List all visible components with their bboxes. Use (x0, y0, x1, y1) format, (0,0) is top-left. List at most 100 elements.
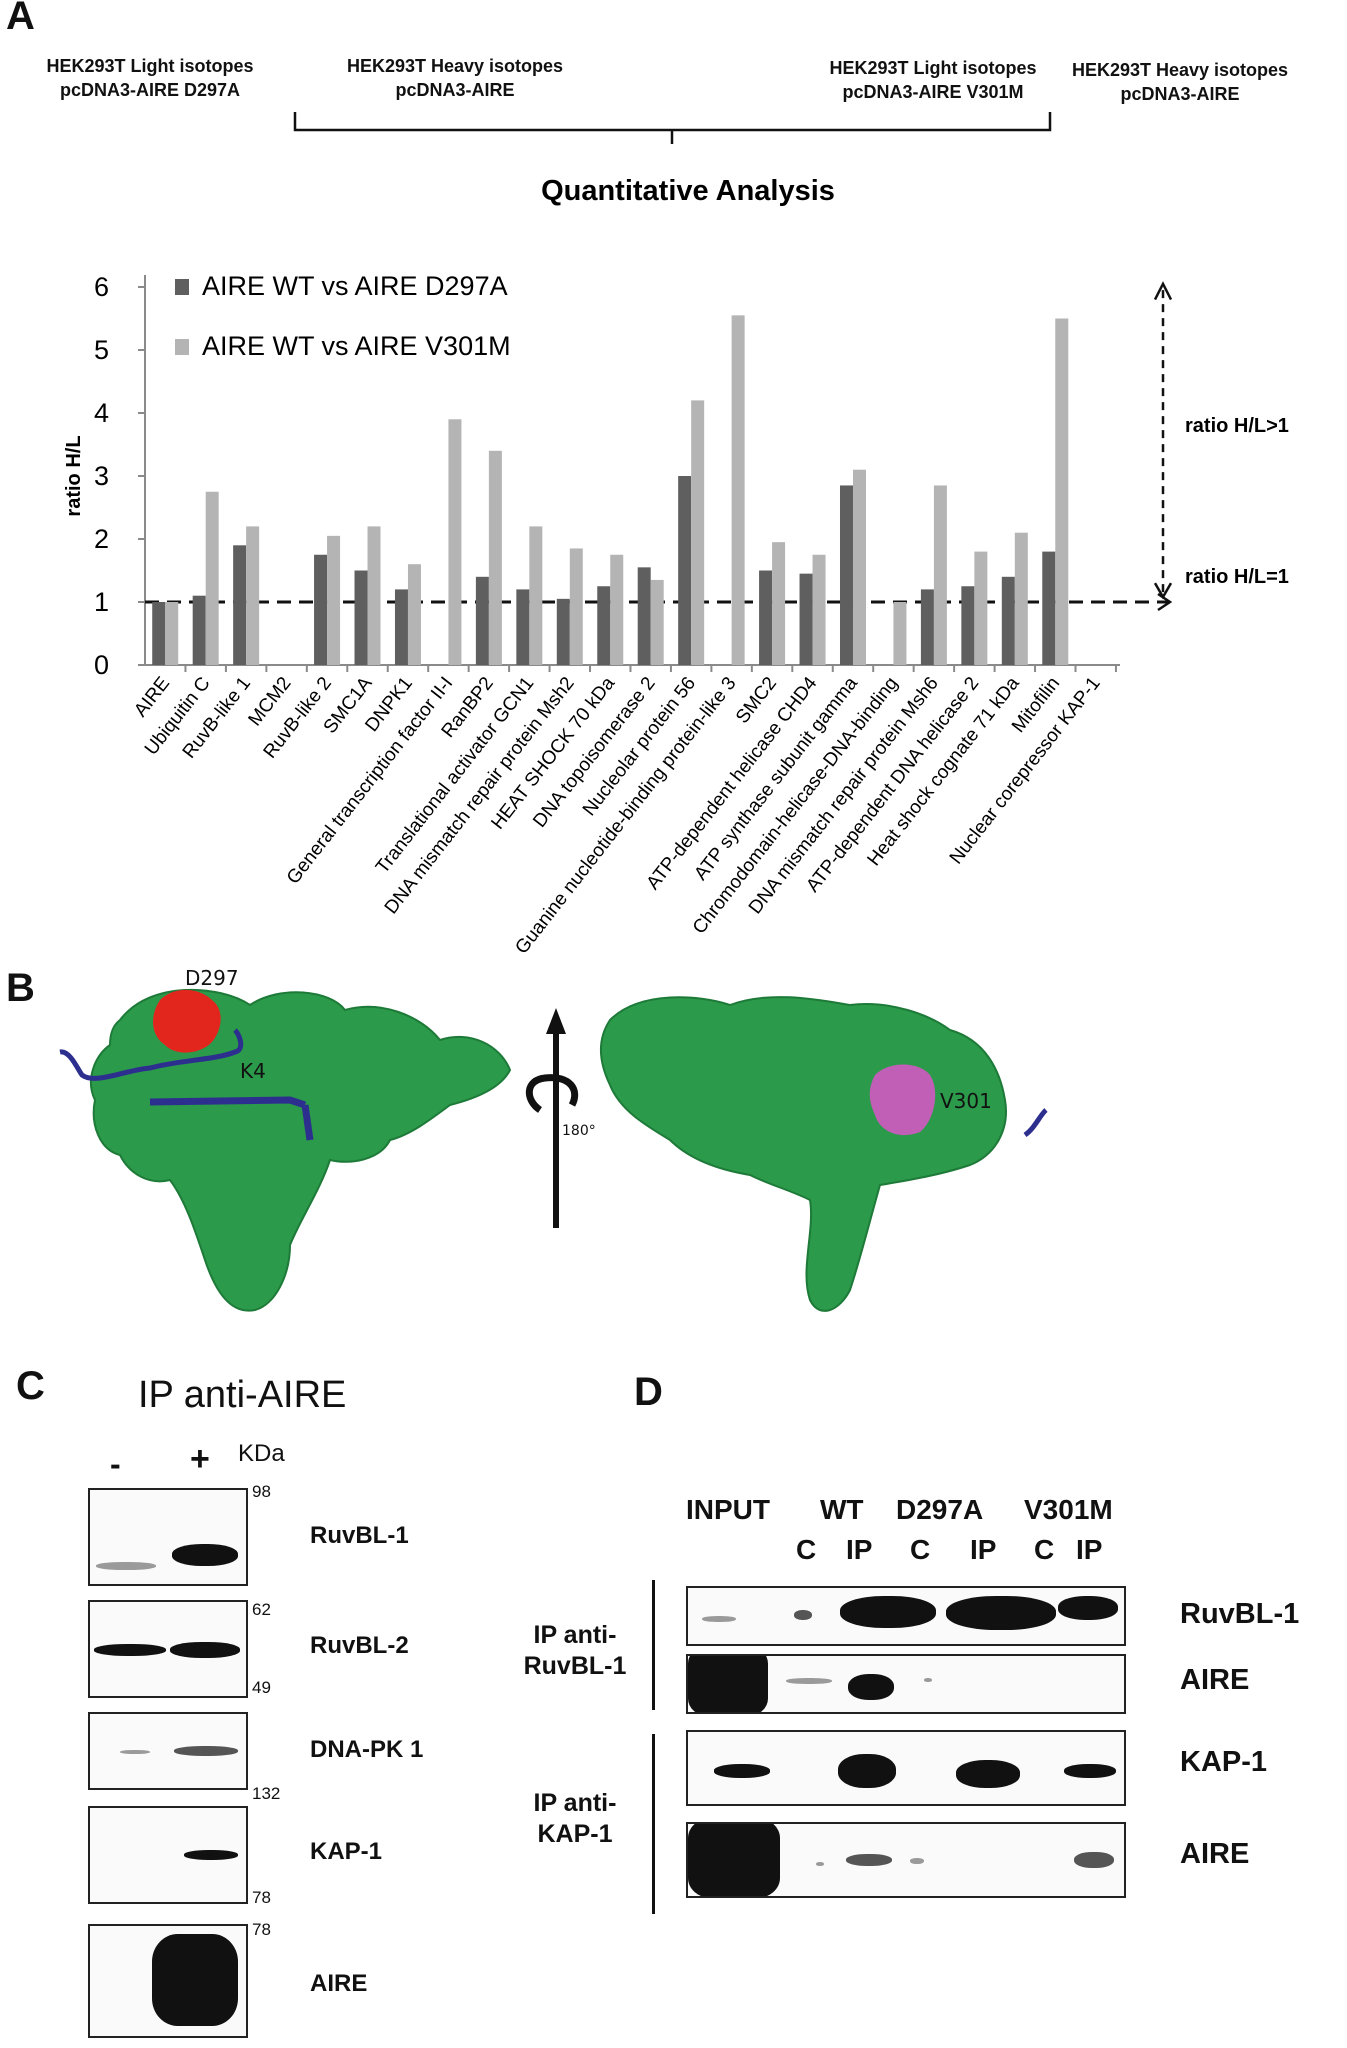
header-heavy-1: HEK293T Heavy isotopes pcDNA3-AIRE (330, 54, 580, 102)
panel-a-label: A (6, 0, 35, 38)
band (94, 1644, 166, 1656)
band (1058, 1596, 1118, 1620)
bar-1 (192, 595, 206, 665)
legend-label-2: AIRE WT vs AIRE V301M (202, 331, 511, 361)
annotation-eq1: ratio H/L=1 (1185, 566, 1289, 588)
rotation-arc-icon (525, 1074, 579, 1113)
band (96, 1562, 156, 1570)
bar-1 (1042, 551, 1056, 665)
bar-2 (569, 548, 583, 665)
blot-dnapk1 (88, 1712, 248, 1790)
bar-2 (529, 526, 543, 665)
bar-2 (246, 526, 260, 665)
band (172, 1544, 238, 1566)
lane-ip-3: IP (1076, 1534, 1103, 1565)
y-tick-label: 3 (94, 461, 109, 491)
header-line1: HEK293T Light isotopes (829, 58, 1037, 78)
band (924, 1678, 932, 1682)
d297-label: D297 (185, 966, 239, 990)
mw-marker: 78 (252, 1920, 271, 1939)
lane-ip-1: IP (846, 1534, 873, 1565)
bar-2 (974, 551, 988, 665)
bar-1 (314, 554, 328, 665)
bar-2 (1014, 532, 1028, 665)
group-d297a: D297A (896, 1494, 984, 1525)
peptide-ribbon (59, 1028, 244, 1081)
bar-1 (152, 602, 166, 665)
blot-kap1 (88, 1806, 248, 1904)
panel-d-label: D (634, 1370, 663, 1414)
panel-c-label: C (16, 1364, 45, 1408)
ip-label-line2: RuvBL-1 (523, 1652, 627, 1680)
band (910, 1858, 924, 1864)
header-line1: HEK293T Light isotopes (46, 56, 254, 76)
bar-2 (367, 526, 381, 665)
header-line1: HEK293T Heavy isotopes (1071, 60, 1289, 80)
peptide-ribbon-strand (149, 1096, 314, 1141)
ip-anti-ruvbl1-label: IP anti- RuvBL-1 (510, 1620, 640, 1682)
d-row-label-ruvbl1: RuvBL-1 (1180, 1598, 1300, 1630)
blot-ruvbl2 (88, 1600, 248, 1698)
lane-ip-2: IP (970, 1534, 997, 1565)
band (184, 1850, 238, 1860)
bar-1 (475, 576, 489, 665)
blot-ruvbl1 (88, 1488, 248, 1586)
blot-d-aire-1 (686, 1654, 1126, 1714)
band (838, 1754, 896, 1788)
d-row-label-aire-1: AIRE (1180, 1664, 1250, 1696)
chart-bars (152, 315, 1069, 665)
band (174, 1746, 238, 1756)
d-row-label-kap1: KAP-1 (1180, 1746, 1268, 1778)
protein-structure-figure: D297 K4 180° V301 (59, 966, 1048, 1312)
ip-label-line1: IP anti- (533, 1789, 617, 1817)
band (786, 1678, 832, 1684)
bar-2 (610, 554, 624, 665)
group-input: INPUT (686, 1494, 770, 1525)
bar-1 (961, 586, 975, 665)
header-line2: pcDNA3-AIRE D297A (59, 80, 241, 100)
bar-2 (448, 419, 462, 665)
chart-title: Quantitative Analysis (541, 175, 835, 207)
bar-2 (933, 485, 947, 665)
bar-2 (731, 315, 745, 665)
band (120, 1750, 150, 1754)
bar-1 (799, 573, 813, 665)
band (702, 1616, 736, 1622)
row-label-ruvbl1: RuvBL-1 (310, 1522, 409, 1549)
panel-b-label: B (6, 966, 35, 1010)
group-divider (652, 1734, 655, 1914)
mw-marker: 62 (252, 1600, 271, 1619)
blot-d-ruvbl1 (686, 1586, 1126, 1646)
band (956, 1760, 1020, 1788)
bar-1 (354, 570, 368, 665)
bar-2 (650, 579, 664, 665)
v301-patch (869, 1064, 936, 1136)
band (816, 1862, 824, 1866)
row-label-ruvbl2: RuvBL-2 (310, 1632, 409, 1659)
bar-2 (205, 491, 219, 665)
panel-c-title: IP anti-AIRE (138, 1374, 347, 1416)
range-arrowhead-up (1153, 281, 1173, 301)
annotation-gt1: ratio H/L>1 (1185, 415, 1289, 437)
protein-surface-back (600, 996, 1007, 1312)
protein-surface-front (90, 988, 512, 1312)
band (714, 1764, 770, 1778)
legend-swatch-1 (175, 279, 189, 295)
group-v301m: V301M (1024, 1494, 1113, 1525)
mw-marker: 49 (252, 1678, 271, 1697)
group-wt: WT (820, 1494, 864, 1525)
ip-anti-kap1-label: IP anti- KAP-1 (510, 1788, 640, 1850)
bar-2 (165, 602, 179, 665)
bar-1 (920, 589, 934, 665)
bar-2 (488, 450, 502, 665)
band (848, 1674, 894, 1700)
blot-d-aire-2 (686, 1822, 1126, 1898)
bar-2 (893, 602, 907, 665)
band (152, 1934, 238, 2026)
legend-swatch-2 (175, 339, 189, 355)
band (170, 1642, 240, 1658)
bar-2 (812, 554, 826, 665)
row-label-dnapk1: DNA-PK 1 (310, 1736, 424, 1763)
bar-1 (516, 589, 530, 665)
band (1064, 1764, 1116, 1778)
